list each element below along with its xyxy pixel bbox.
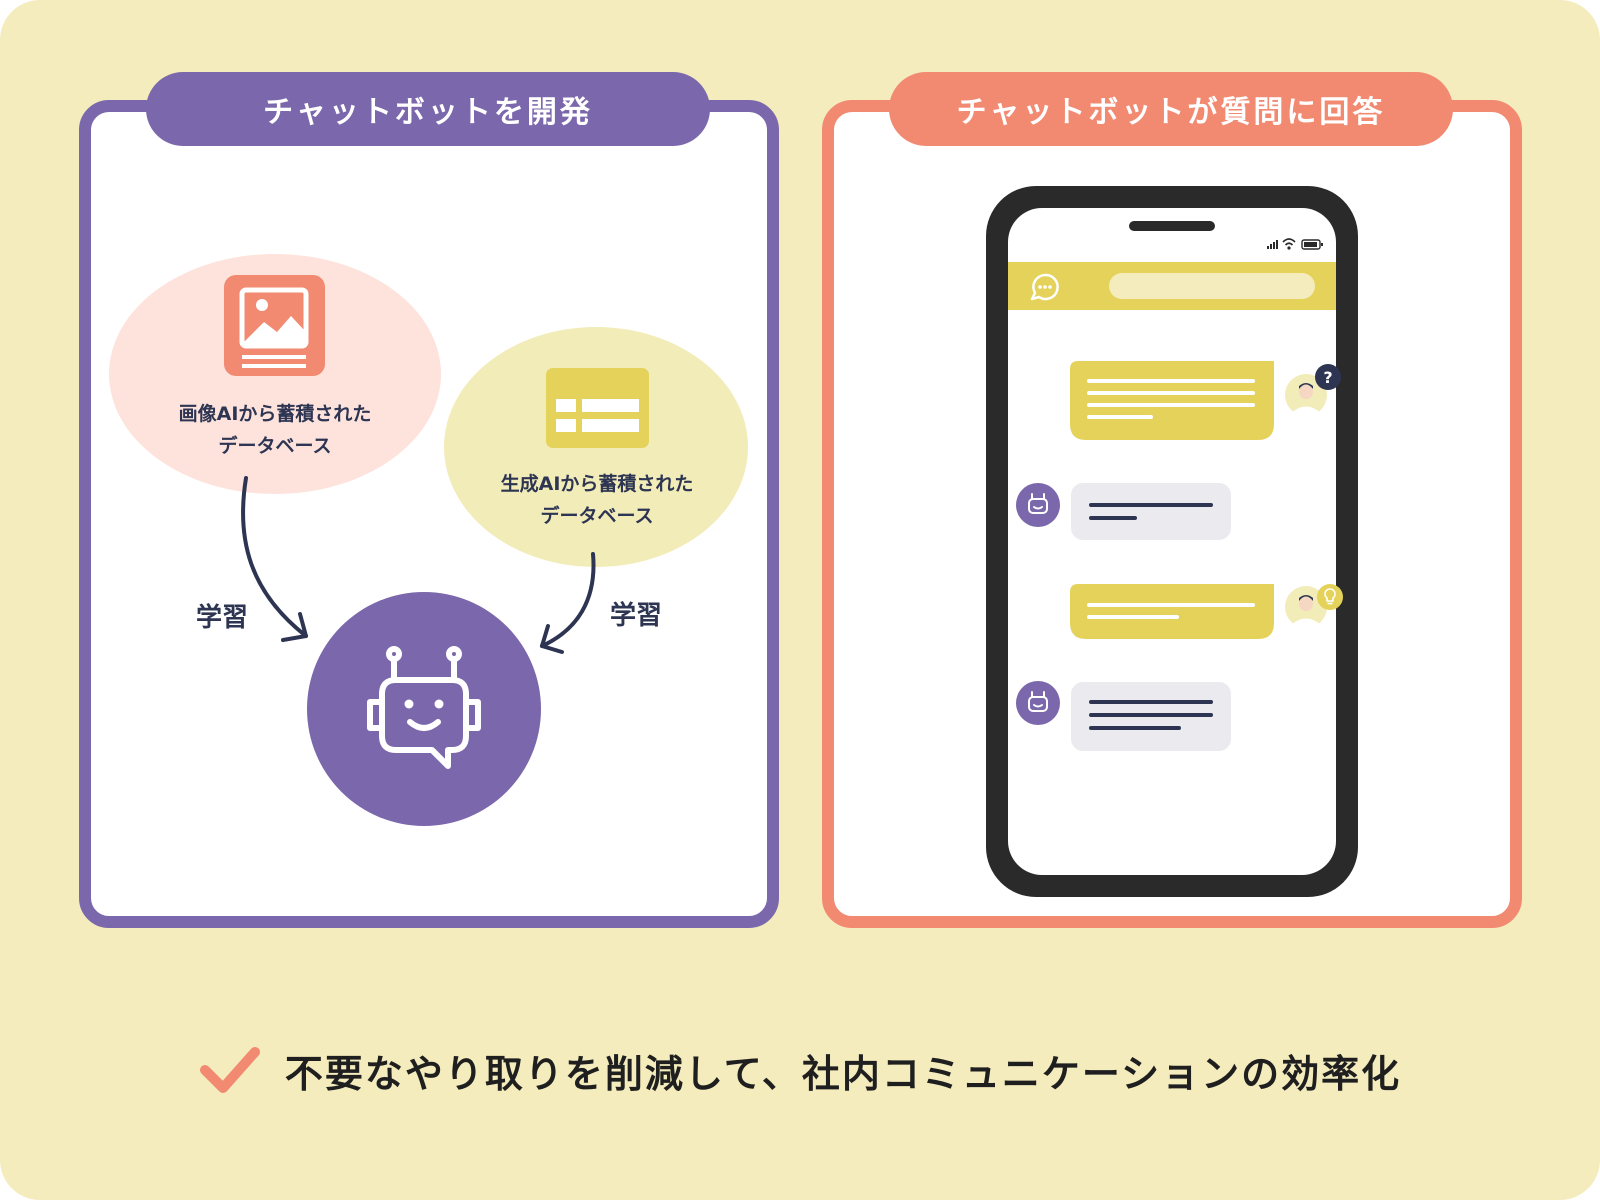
arrow-icon-left (241, 476, 308, 642)
user-avatar-2 (1285, 586, 1327, 628)
image-db-label-line2: データベース (218, 434, 331, 457)
gen-db-label-line2: データベース (540, 504, 653, 527)
chat-bubble-icon (1030, 273, 1059, 301)
footer-text: 不要なやり取りを削減して、社内コミュニケーションの効率化 (284, 1051, 1402, 1096)
gen-db-label-line1: 生成AIから蓄積された (501, 472, 694, 495)
bot-message-bubble (1071, 483, 1231, 540)
bot-avatar (1016, 483, 1060, 527)
learn-label-right: 学習 (610, 600, 662, 631)
signal-icon (1267, 240, 1278, 249)
user-message-bubble-2 (1070, 584, 1274, 639)
image-db-label-line1: 画像AIから蓄積された (179, 402, 372, 425)
user-avatar (1285, 374, 1327, 416)
wifi-icon (1282, 238, 1296, 250)
user-message-bubble (1070, 361, 1274, 440)
question-icon: ? (1315, 364, 1341, 390)
footer-message: 不要なやり取りを削減して、社内コミュニケーションの効率化 (150, 1035, 1450, 1105)
bot-avatar-2 (1016, 681, 1060, 725)
svg-text:?: ? (1323, 368, 1332, 387)
image-icon (224, 275, 325, 376)
robot-icon (307, 592, 541, 826)
check-icon (199, 1047, 260, 1093)
arrow-icon-right (540, 552, 596, 654)
answer-panel-title: チャットボットが質問に回答 (889, 72, 1453, 146)
battery-icon (1301, 239, 1323, 250)
lightbulb-icon (1317, 584, 1343, 610)
chat-search-field[interactable] (1109, 273, 1315, 299)
table-icon (546, 368, 649, 448)
develop-panel-title: チャットボットを開発 (146, 72, 710, 146)
bot-message-bubble-2 (1071, 682, 1231, 751)
learn-label-left: 学習 (196, 602, 248, 633)
